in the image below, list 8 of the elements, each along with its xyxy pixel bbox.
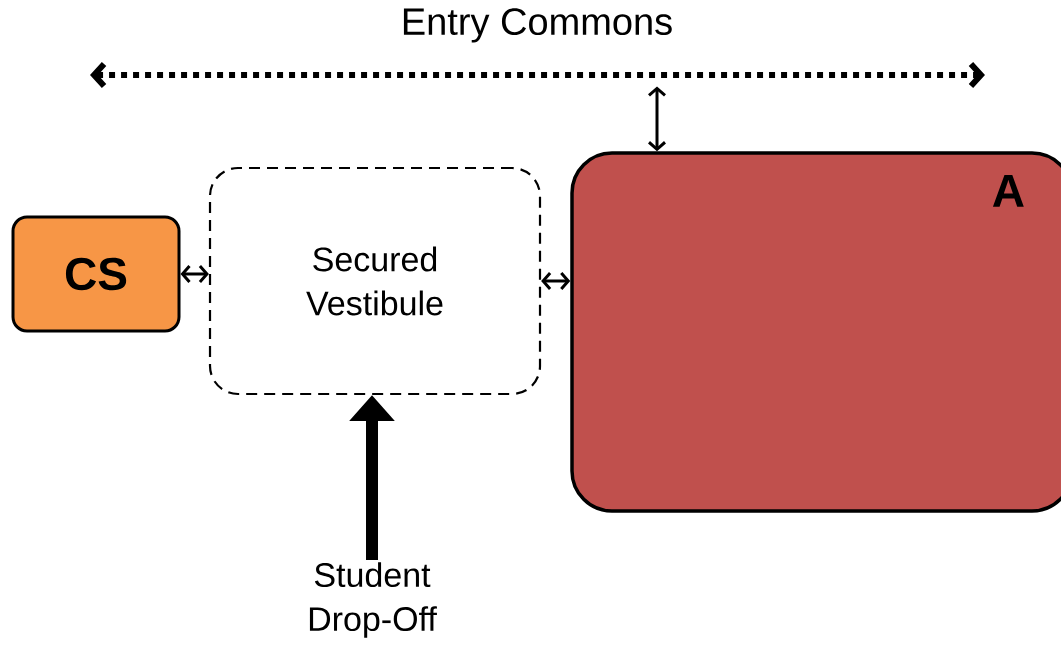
heading-label: Entry Commons	[403, 8, 672, 43]
arrow	[648, 86, 666, 152]
room-box: CS	[11, 215, 181, 333]
vestibule-box: Secured Vestibule	[208, 166, 542, 396]
arrow	[541, 272, 571, 290]
arrow	[180, 265, 209, 283]
text-label: Student Drop-Off	[309, 562, 437, 638]
room-box: A	[570, 151, 1061, 513]
